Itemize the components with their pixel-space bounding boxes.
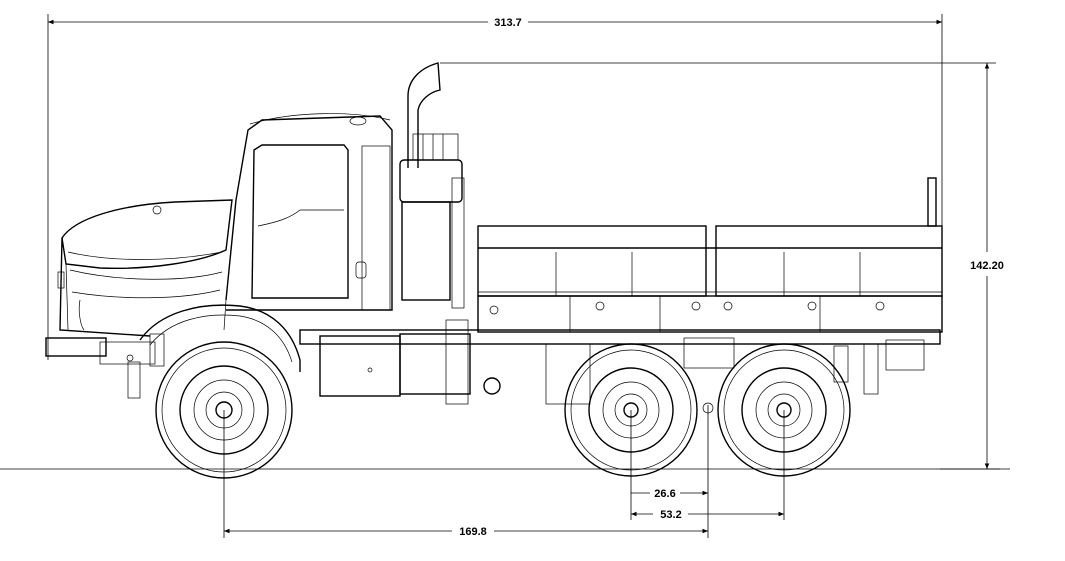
overall-length-label: 313.7 xyxy=(494,17,522,29)
dimension-overall-height: 142.20 xyxy=(440,62,1004,470)
overall-height-label: 142.20 xyxy=(970,260,1004,272)
chassis-frame xyxy=(299,319,941,414)
tandem-half-label: 26.6 xyxy=(654,488,675,500)
dimension-tandem-spacing: 53.2 xyxy=(631,509,784,521)
rear-wheel-forward xyxy=(564,343,698,477)
exhaust-stack xyxy=(407,62,459,168)
air-cleaner xyxy=(399,159,465,309)
front-fender xyxy=(139,304,301,372)
front-wheel xyxy=(155,341,293,479)
cargo-bed xyxy=(477,177,943,333)
dimension-wheel-centers xyxy=(223,405,785,538)
front-bumper xyxy=(45,333,165,399)
dimension-wheelbase: 169.8 xyxy=(224,526,708,538)
truck-body xyxy=(45,62,943,479)
hood xyxy=(57,199,233,337)
dimension-overall-length: 313.7 xyxy=(47,14,943,360)
cab xyxy=(223,113,393,331)
tandem-spacing-label: 53.2 xyxy=(660,509,681,521)
dimension-tandem-half: 26.6 xyxy=(631,488,708,500)
wheelbase-label: 169.8 xyxy=(459,526,487,538)
rear-wheel-aft xyxy=(717,343,851,477)
